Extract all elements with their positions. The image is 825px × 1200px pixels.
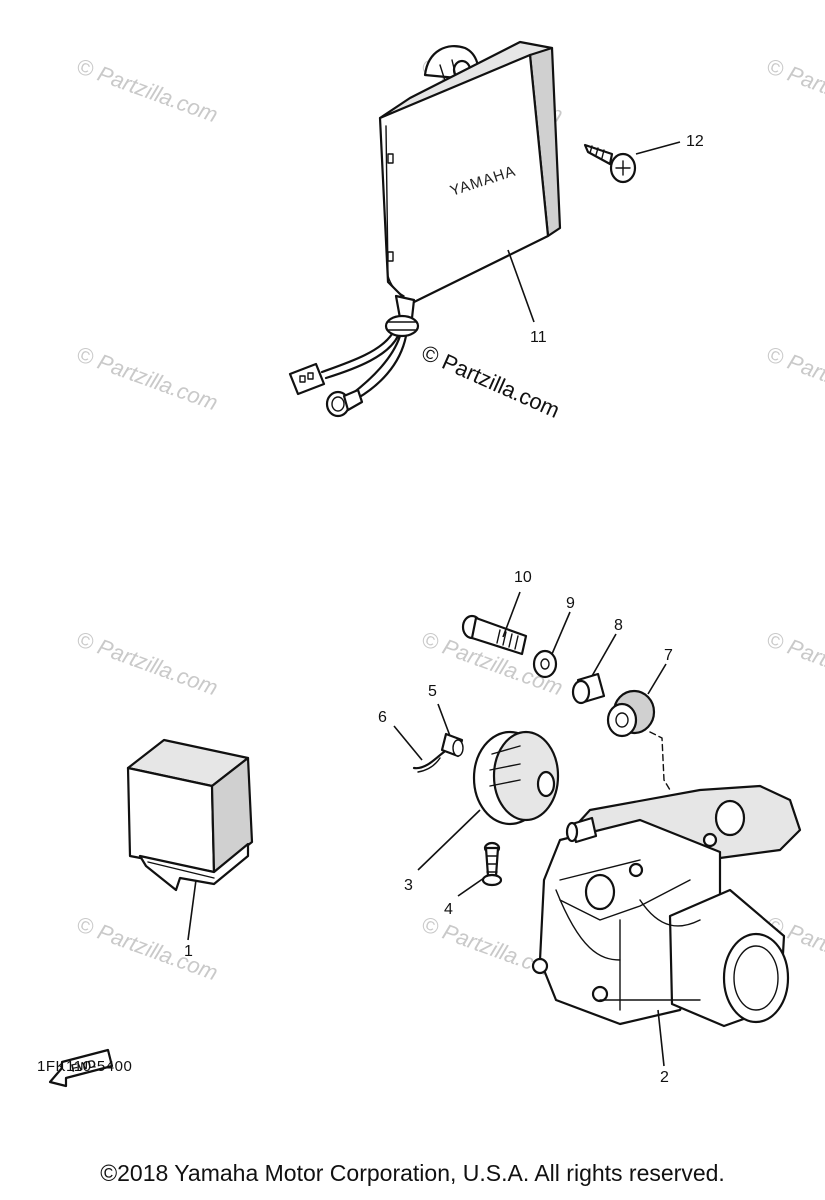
callout-3: 3 (404, 877, 413, 894)
part-6-clip (412, 750, 446, 773)
callout-11: 11 (530, 329, 547, 346)
part-7-grommet (606, 689, 671, 791)
diagram-ref-code: 1FK110-5400 (37, 1058, 133, 1075)
callout-5: 5 (428, 683, 437, 700)
watermark: © Partzilla.com (763, 53, 825, 127)
callout-6: 6 (378, 709, 387, 726)
part-4-screw (481, 841, 503, 887)
callout-12: 12 (686, 133, 704, 150)
watermark: © Partzilla.com (73, 626, 221, 700)
callout-4: 4 (444, 901, 453, 918)
fwd-arrow-icon: FWD (48, 1048, 114, 1088)
part-3-cam (472, 730, 560, 826)
callout-8: 8 (614, 617, 623, 634)
callout-1: 1 (184, 943, 193, 960)
callout-labels: 12 11 10 9 8 7 5 6 3 4 2 1 (184, 133, 704, 1086)
fwd-label: FWD (70, 1058, 97, 1075)
part-1-relay (126, 738, 254, 892)
part-12-screw (583, 143, 637, 184)
callout-10: 10 (514, 569, 532, 586)
part-10-bolt (461, 614, 528, 656)
part-8-collar (571, 672, 606, 705)
watermark-strong: © Partzilla.com (418, 340, 564, 423)
watermark: © Partzilla.com (73, 911, 221, 985)
part-11-cdi-unit: YAMAHA (288, 40, 562, 418)
watermark: © Partzilla.com (73, 53, 221, 127)
watermark: © Partzilla.com (763, 626, 825, 700)
watermark: © Partzilla.com (763, 341, 825, 415)
watermark: © Partzilla.com (73, 341, 221, 415)
callout-2: 2 (660, 1069, 669, 1086)
leader-lines (187, 141, 681, 1067)
callout-9: 9 (566, 595, 575, 612)
callout-7: 7 (664, 647, 673, 664)
part-5-pin (440, 732, 464, 758)
copyright-notice: ©2018 Yamaha Motor Corporation, U.S.A. A… (100, 1160, 725, 1186)
part-9-washer (532, 649, 558, 679)
part-2-housing (531, 784, 802, 1028)
